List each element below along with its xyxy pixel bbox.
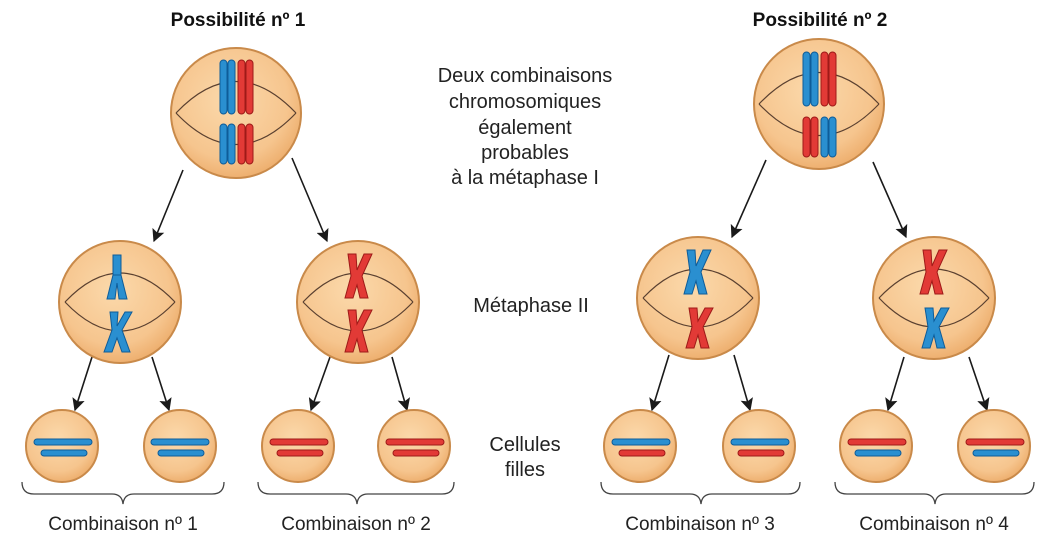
daughter-cell	[722, 409, 796, 483]
chromosome-blue	[227, 59, 236, 115]
arrow	[733, 354, 753, 412]
chromosome-red	[344, 309, 373, 353]
chromosome-red	[802, 116, 811, 158]
arrow	[391, 356, 411, 412]
daughter-cell	[603, 409, 677, 483]
chromosome-blue	[828, 116, 837, 158]
brace-combination-3	[600, 481, 801, 505]
daughter-cell	[25, 409, 99, 483]
chromosome-red	[392, 449, 440, 457]
metaphase-1-cell-possibility-2	[753, 38, 885, 170]
arrow	[872, 161, 908, 239]
chromosome-red	[237, 123, 246, 165]
chromosome-blue	[802, 51, 811, 107]
chromosome-red	[385, 438, 445, 446]
metaphase-2-label: Métaphase II	[473, 295, 589, 317]
brace-combination-2	[257, 481, 455, 505]
brace-combination-1	[21, 481, 225, 505]
chromosome-red	[618, 449, 666, 457]
chromosome-blue	[810, 51, 819, 107]
chromosome-red	[737, 449, 785, 457]
chromosome-blue	[611, 438, 671, 446]
metaphase-1-cell-possibility-1	[170, 47, 302, 179]
arrow	[649, 354, 670, 412]
chromosome-red	[919, 249, 948, 295]
chromosome-blue	[921, 307, 950, 349]
metaphase-2-cell-combination-4	[872, 236, 996, 360]
chromosome-blue	[103, 311, 133, 353]
metaphase-1-label: Deux combinaisons chromosomiques égaleme…	[438, 65, 613, 189]
brace-combination-4	[834, 481, 1035, 505]
combination-label-3: Combinaison nº 3	[625, 514, 775, 535]
chromosome-red	[685, 307, 714, 349]
chromosome-blue	[219, 123, 228, 165]
chromosome-red	[344, 253, 373, 299]
combination-label-4: Combinaison nº 4	[859, 514, 1009, 535]
arrow	[151, 356, 172, 412]
chromosome-blue	[40, 449, 88, 457]
chromosome-blue	[820, 116, 829, 158]
arrow	[152, 169, 184, 243]
chromosome-blue	[219, 59, 228, 115]
metaphase-2-cell-combination-2	[296, 240, 420, 364]
metaphase-2-cell-combination-3	[636, 236, 760, 360]
arrow	[308, 356, 331, 412]
chromosome-red	[828, 51, 837, 107]
chromosome-blue	[683, 249, 712, 295]
heading-possibility-2: Possibilité nº 2	[753, 10, 888, 31]
chromosome-red	[245, 123, 254, 165]
daughter-cell	[839, 409, 913, 483]
combination-label-1: Combinaison nº 1	[48, 514, 198, 535]
chromosome-red	[965, 438, 1025, 446]
daughter-cells-label-line: Cellules	[489, 434, 560, 456]
metaphase-1-label-line: chromosomiques	[449, 91, 601, 113]
metaphase-1-label-line: probables	[481, 142, 569, 164]
chromosome-blue	[972, 449, 1020, 457]
chromosome-red	[820, 51, 829, 107]
chromosome-blue	[33, 438, 93, 446]
chromosome-red	[276, 449, 324, 457]
chromosome-red	[847, 438, 907, 446]
metaphase-1-label-line: Deux combinaisons	[438, 65, 613, 87]
metaphase-2-cell-combination-1	[58, 240, 182, 364]
daughter-cells-label: Cellules filles	[489, 434, 560, 481]
daughter-cell	[377, 409, 451, 483]
chromosome-red	[245, 59, 254, 115]
chromosome-blue	[227, 123, 236, 165]
chromosome-blue	[157, 449, 205, 457]
chromosome-red	[237, 59, 246, 115]
arrow	[72, 356, 93, 412]
metaphase-1-label-line: à la métaphase I	[451, 167, 599, 189]
chromosome-blue	[730, 438, 790, 446]
daughter-cells-label-line: filles	[505, 459, 545, 481]
arrow	[291, 157, 329, 243]
arrow	[730, 159, 767, 239]
chromosome-red	[810, 116, 819, 158]
combination-label-2: Combinaison nº 2	[281, 514, 431, 535]
chromosome-red	[269, 438, 329, 446]
arrow	[885, 356, 905, 412]
heading-possibility-1: Possibilité nº 1	[171, 10, 306, 31]
chromosome-blue	[150, 438, 210, 446]
chromosome-blue	[854, 449, 902, 457]
daughter-cell	[143, 409, 217, 483]
metaphase-1-label-line: également	[478, 117, 572, 139]
daughter-cell	[261, 409, 335, 483]
daughter-cell	[957, 409, 1031, 483]
arrow	[968, 356, 990, 412]
